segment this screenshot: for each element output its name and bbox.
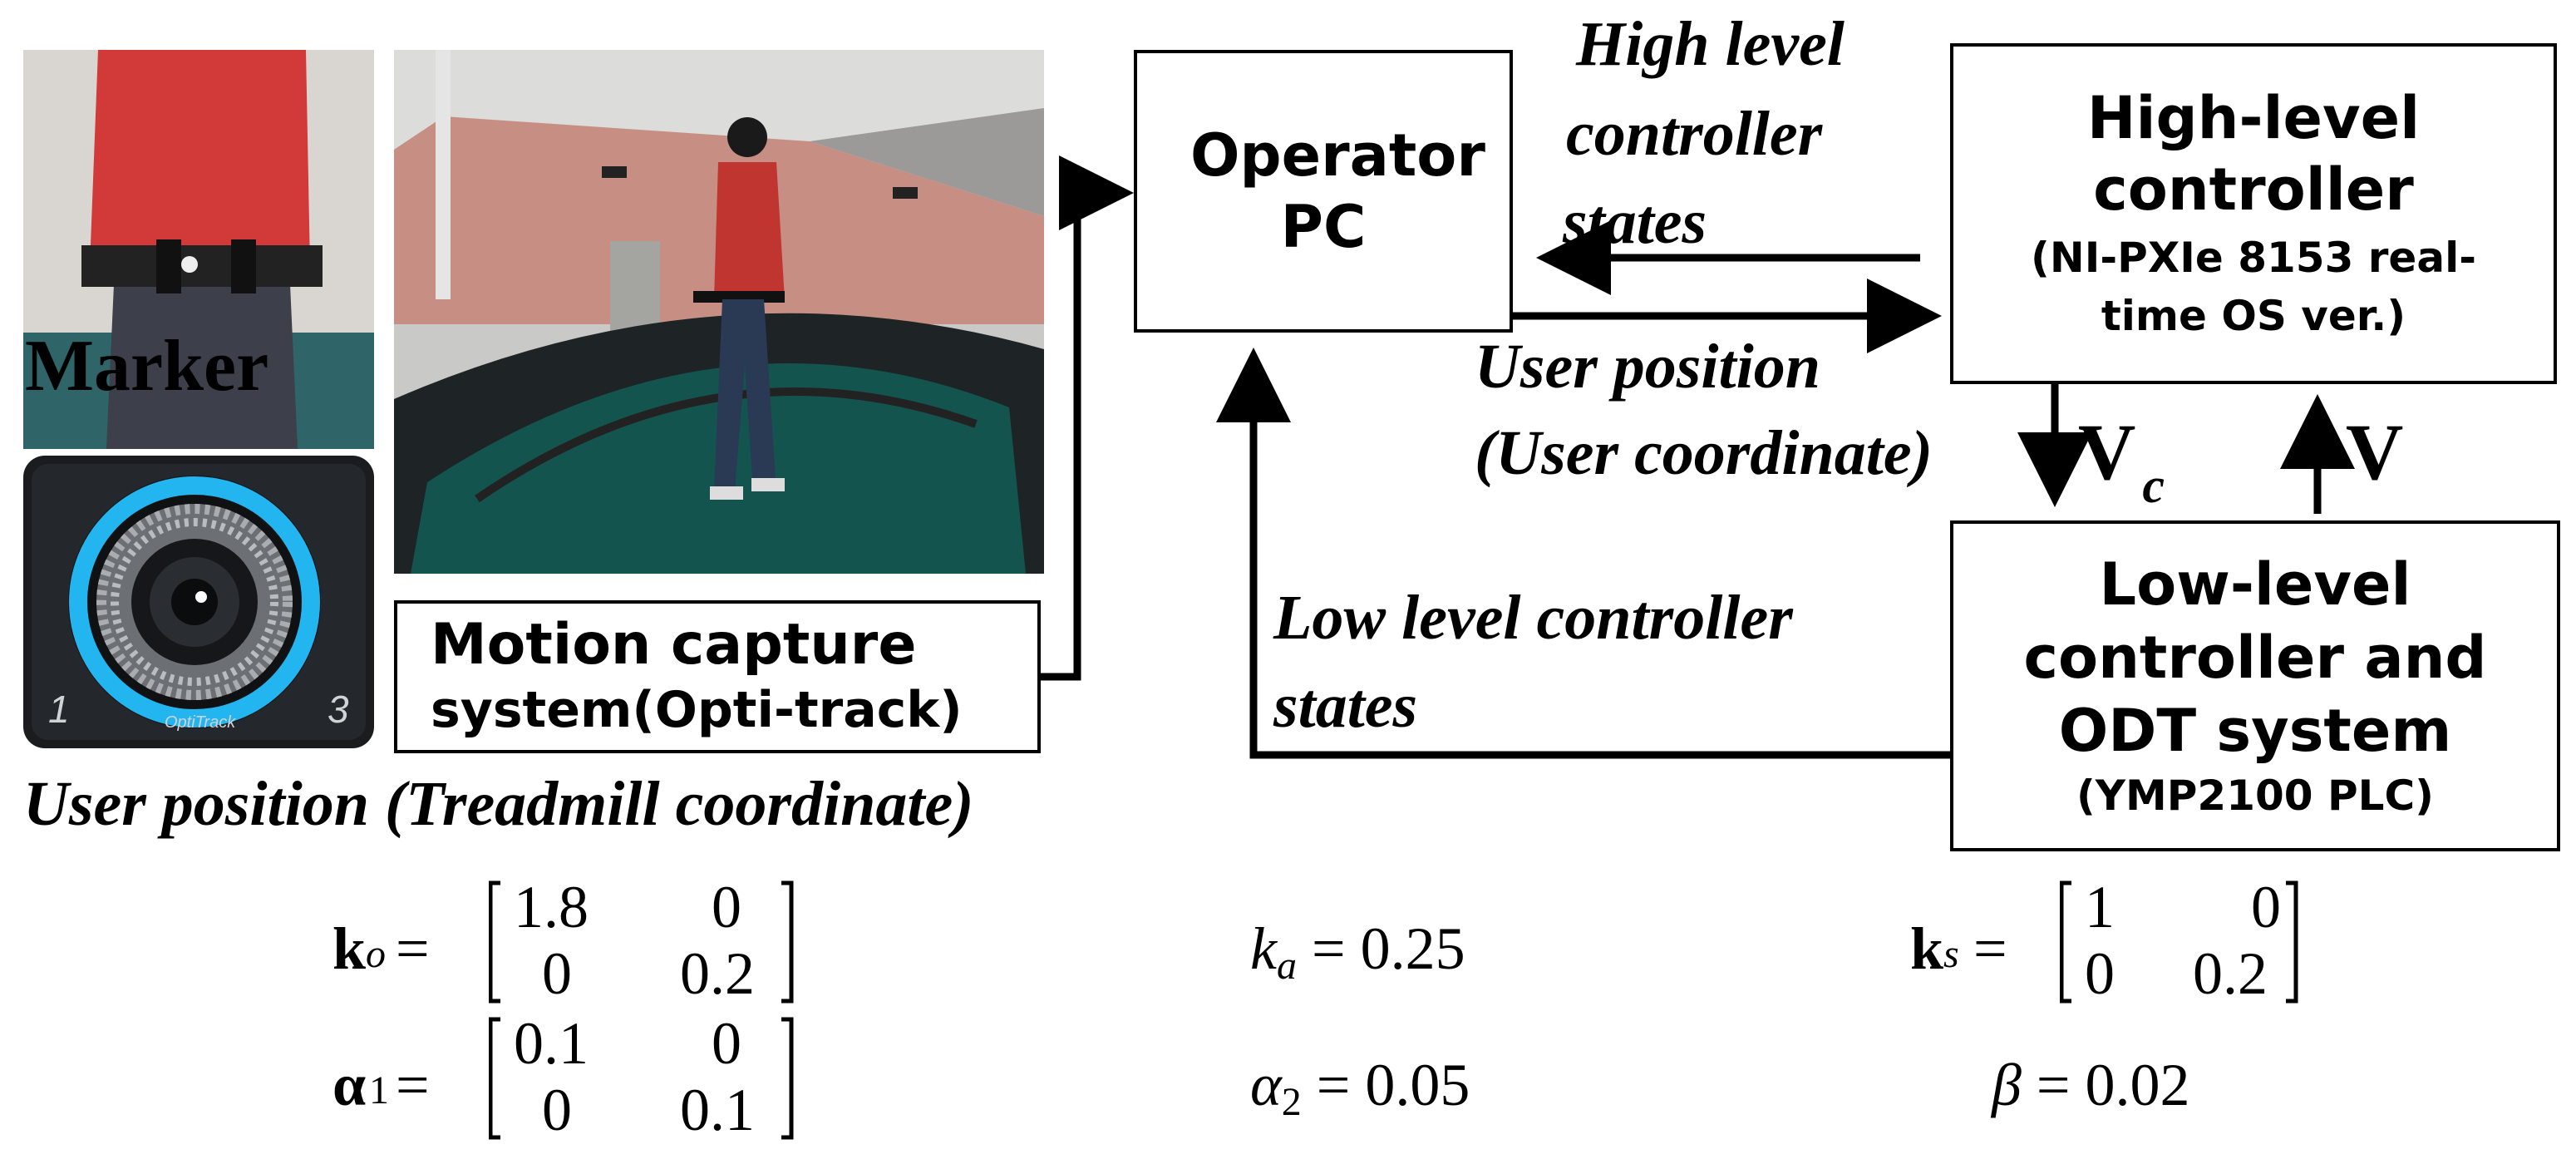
ko-subscript: o — [366, 932, 386, 976]
alpha1-m22: 0.1 — [680, 1077, 755, 1143]
ks-m12: 0 — [2251, 874, 2281, 940]
ko-equals: = — [396, 915, 430, 982]
camera-brand: OptiTrack — [165, 713, 236, 732]
low-level-controller-subtitle: (YMP2100 PLC) — [2076, 772, 2435, 820]
beta-value: 0.02 — [2085, 1052, 2190, 1118]
label-high-level-states-1: High level — [1576, 9, 1845, 79]
ko-m12: 0 — [712, 874, 741, 940]
ks-m11: 1 — [2085, 874, 2115, 940]
camera-photo: 1 3 OptiTrack — [23, 456, 374, 748]
ks-matrix-brackets — [2060, 880, 2298, 1004]
low-level-controller-box: Low-level controller and ODT system (YMP… — [1950, 520, 2560, 851]
optitrack-camera-image — [23, 456, 374, 748]
marker-photo-image — [23, 50, 374, 449]
ko-m22: 0.2 — [680, 940, 755, 1007]
arrow-low-level-to-operator-pc — [1216, 348, 1950, 759]
high-level-controller-title: High-level controller — [2086, 84, 2421, 224]
ks-subscript: s — [1943, 932, 1959, 976]
alpha1-m11: 0.1 — [514, 1010, 589, 1077]
label-vc-subscript: c — [2142, 458, 2165, 513]
ko-symbol: k — [332, 915, 367, 982]
ks-symbol: k — [1910, 915, 1944, 982]
marker-photo: Marker — [23, 50, 374, 449]
label-high-level-states-2: controller — [1566, 99, 1823, 169]
label-user-position-user-2: (User coordinate) — [1475, 418, 1933, 488]
label-user-position-treadmill: User position (Treadmill coordinate) — [23, 769, 974, 839]
ka-symbol: k — [1250, 915, 1277, 982]
operator-pc-box: Operator PC — [1134, 50, 1513, 333]
alpha1-matrix-brackets — [489, 1017, 794, 1140]
ks-m22: 0.2 — [2193, 940, 2268, 1007]
treadmill-scene-image — [394, 50, 1044, 574]
equation-beta: β = 0.02 — [1992, 1051, 2189, 1120]
high-level-controller-box: High-level controller (NI-PXIe 8153 real… — [1950, 43, 2557, 384]
label-low-level-states-1: Low level controller — [1273, 583, 1793, 653]
operator-pc-label: Operator PC — [1190, 121, 1485, 261]
camera-right-number: 3 — [328, 688, 349, 731]
alpha1-symbol: α — [332, 1052, 367, 1118]
marker-label: Marker — [25, 326, 269, 407]
alpha2-subscript: 2 — [1281, 1080, 1302, 1124]
label-vc-symbol: V — [2078, 407, 2136, 496]
alpha2-equals: = — [1301, 1052, 1366, 1118]
alpha1-m21: 0 — [542, 1077, 572, 1143]
ks-m21: 0 — [2085, 940, 2115, 1007]
ko-m21: 0 — [542, 940, 572, 1007]
alpha1-subscript: 1 — [369, 1068, 389, 1112]
alpha2-symbol: α — [1250, 1052, 1282, 1118]
high-level-controller-subtitle: (NI-PXIe 8153 real-time OS ver.) — [2031, 234, 2476, 340]
treadmill-scene-photo — [394, 50, 1044, 574]
ko-matrix-brackets — [489, 880, 794, 1004]
ko-m11: 1.8 — [514, 874, 589, 940]
camera-left-number: 1 — [48, 688, 70, 731]
label-user-position-user-1: User position — [1475, 332, 1820, 402]
ka-value: 0.25 — [1360, 915, 1465, 982]
beta-symbol: β — [1992, 1052, 2022, 1118]
equation-ka: ka = 0.25 — [1250, 915, 1465, 988]
alpha1-m12: 0 — [712, 1010, 741, 1077]
motion-capture-box: Motion capture system(Opti-track) — [394, 600, 1041, 753]
ka-equals: = — [1296, 915, 1361, 982]
alpha2-value: 0.05 — [1365, 1052, 1470, 1118]
ka-subscript: a — [1276, 944, 1297, 988]
low-level-controller-title: Low-level controller and ODT system — [2023, 550, 2487, 765]
beta-equals: = — [2021, 1052, 2086, 1118]
equation-alpha2: α2 = 0.05 — [1250, 1051, 1470, 1124]
label-v: V — [2346, 407, 2404, 496]
motion-capture-subtitle: system(Opti-track) — [431, 681, 963, 739]
ks-equals: = — [1973, 915, 2007, 982]
label-high-level-states-3: states — [1563, 187, 1707, 257]
label-low-level-states-2: states — [1273, 671, 1418, 741]
arrow-motion-capture-to-operator-pc — [1041, 155, 1134, 681]
alpha1-equals: = — [396, 1052, 430, 1118]
motion-capture-title: Motion capture — [431, 612, 917, 678]
